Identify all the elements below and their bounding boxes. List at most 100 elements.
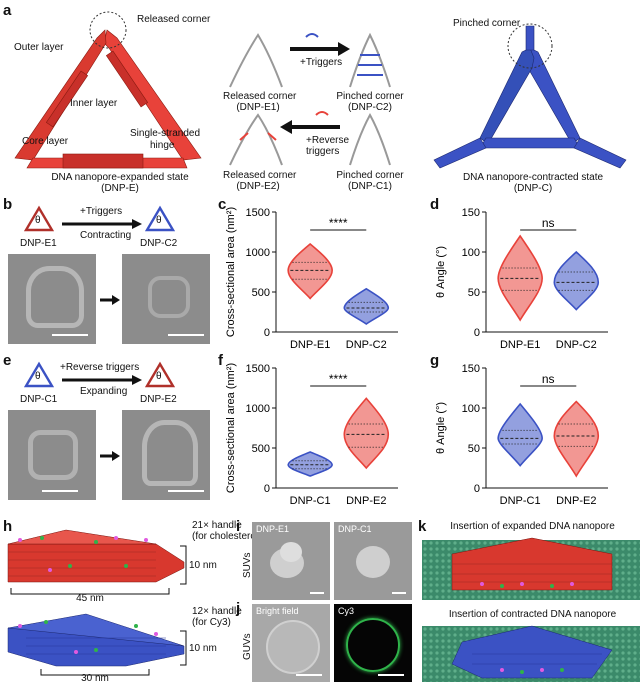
released-e2-abbr: (DNP-E2) — [236, 181, 280, 192]
b-right-name: DNP-C2 — [140, 238, 178, 249]
y-tick-label: 100 — [462, 247, 480, 259]
x-tick-label: DNP-E1 — [290, 339, 330, 351]
corner-switching-schematic — [229, 32, 391, 166]
y-tick-label: 1000 — [246, 247, 270, 259]
sem-right-label: DNP-C1 — [338, 524, 372, 534]
panel-label-k: k — [418, 518, 427, 535]
b-theta-right: θ — [156, 215, 162, 226]
panel-label-b: b — [3, 196, 13, 213]
width-bracket-bottom — [40, 669, 150, 676]
x-tick-label: DNP-C1 — [290, 495, 331, 507]
dim-bottom-label: 10 nm — [189, 643, 217, 654]
significance-label: **** — [329, 216, 348, 230]
chart-f: 0 500 1000 1500 Cross-sectional area (nm²) DN… — [225, 363, 398, 507]
sem-image-dnp-c1: DNP-C1 — [334, 522, 412, 600]
cy3-fluorescence-image: Cy3 — [334, 604, 412, 682]
scale-bar — [42, 490, 78, 492]
violin-dnp-e2 — [553, 400, 600, 478]
y-tick-label: 500 — [252, 287, 270, 299]
pinched-c2-abbr: (DNP-C2) — [348, 102, 392, 113]
expanded-side-view — [7, 529, 185, 583]
e-top-label: +Reverse triggers — [60, 362, 140, 373]
panel-label-f: f — [218, 352, 223, 369]
handle-top-label: 21× handle — [192, 520, 242, 531]
y-axis-label: θ Angle (°) — [435, 246, 447, 298]
violin-dnp-e1 — [497, 234, 543, 322]
pinched-c1-abbr: (DNP-C1) — [348, 181, 392, 192]
mini-triangle-c2 — [144, 205, 176, 232]
y-tick-label: 150 — [462, 363, 480, 375]
sem-image-dnp-e1: DNP-E1 — [252, 522, 330, 600]
membrane-insertion-expanded — [422, 537, 640, 600]
y-axis-label: Cross-sectional area (nm²) — [225, 207, 237, 337]
y-tick-label: 500 — [252, 443, 270, 455]
tem-image-e2 — [122, 410, 210, 500]
triggers-label: +Triggers — [300, 57, 343, 68]
b-theta-left: θ — [35, 215, 41, 226]
panel-label-c: c — [218, 196, 227, 213]
contracted-state-abbr: (DNP-C) — [513, 183, 553, 194]
handle-bottom-label: 12× handle — [192, 606, 242, 617]
pinched-c1-label: Pinched corner — [336, 170, 404, 181]
tem-image-c1 — [8, 410, 96, 500]
panel-label-j: j — [236, 600, 241, 617]
pinched-corner-label: Pinched corner — [453, 18, 521, 29]
x-tick-label: DNP-C1 — [500, 495, 541, 507]
scale-bar — [168, 490, 204, 492]
y-axis-label: Cross-sectional area (nm²) — [225, 363, 237, 493]
reverse-triggers-label: triggers — [306, 146, 340, 157]
scale-bar — [168, 334, 204, 336]
core-layer-label: Core layer — [22, 136, 69, 147]
membrane-insertion-contracted — [422, 625, 640, 682]
violin-dnp-c2 — [343, 287, 390, 325]
scale-bar — [310, 592, 324, 594]
sem-left-label: DNP-E1 — [256, 524, 290, 534]
y-tick-label: 50 — [468, 443, 480, 455]
released-corner-label: Released corner — [137, 14, 211, 25]
y-tick-label: 1000 — [246, 403, 270, 415]
reverse-label: +Reverse — [306, 135, 350, 146]
violin-dnp-c2 — [553, 250, 600, 311]
e-left-name: DNP-C1 — [20, 394, 58, 405]
scale-bar — [52, 334, 88, 336]
mini-triangle-e2 — [144, 361, 176, 388]
x-tick-label: DNP-C2 — [556, 339, 597, 351]
scale-bar — [378, 674, 404, 676]
handle-bottom-sub: (for Cy3) — [192, 617, 231, 628]
width-bracket-top — [10, 588, 170, 595]
y-tick-label: 0 — [264, 483, 270, 495]
y-tick-label: 100 — [462, 403, 480, 415]
outer-layer-label: Outer layer — [14, 42, 64, 53]
expanded-nanopore-illustration — [14, 11, 202, 169]
b-left-name: DNP-E1 — [20, 238, 57, 249]
y-tick-label: 1500 — [246, 363, 270, 375]
released-e1-abbr: (DNP-E1) — [236, 102, 280, 113]
panel-label-g: g — [430, 352, 440, 369]
violin-dnp-e1 — [287, 242, 333, 300]
significance-label: ns — [542, 216, 555, 230]
released-e1-label: Released corner — [223, 91, 297, 102]
e-arrow — [62, 375, 142, 385]
width-bottom-label: 30 nm — [81, 673, 109, 684]
y-tick-label: 150 — [462, 207, 480, 219]
x-tick-label: DNP-C2 — [346, 339, 387, 351]
violin-dnp-e2 — [343, 397, 390, 470]
dim-top-label: 10 nm — [189, 560, 217, 571]
b-arrow — [62, 219, 142, 229]
y-tick-label: 1500 — [246, 207, 270, 219]
scale-bar — [296, 674, 322, 676]
e-bottom-label: Expanding — [80, 386, 128, 397]
mini-triangle-e1 — [23, 205, 55, 232]
contracted-state-label: DNA nanopore-contracted state — [462, 172, 604, 183]
significance-label: ns — [542, 372, 555, 386]
y-axis-label: θ Angle (°) — [435, 402, 447, 454]
pinched-c2-label: Pinched corner — [336, 91, 404, 102]
handle-top-sub: (for cholesterol) — [192, 531, 262, 542]
panel-label-d: d — [430, 196, 440, 213]
x-tick-label: DNP-E2 — [556, 495, 596, 507]
cy3-label: Cy3 — [338, 606, 355, 616]
tem-image-e1 — [8, 254, 96, 344]
mini-triangle-c1 — [23, 361, 55, 388]
expanded-state-label: DNA nanopore-expanded state — [51, 172, 189, 183]
dim-bracket-bottom — [180, 630, 187, 666]
